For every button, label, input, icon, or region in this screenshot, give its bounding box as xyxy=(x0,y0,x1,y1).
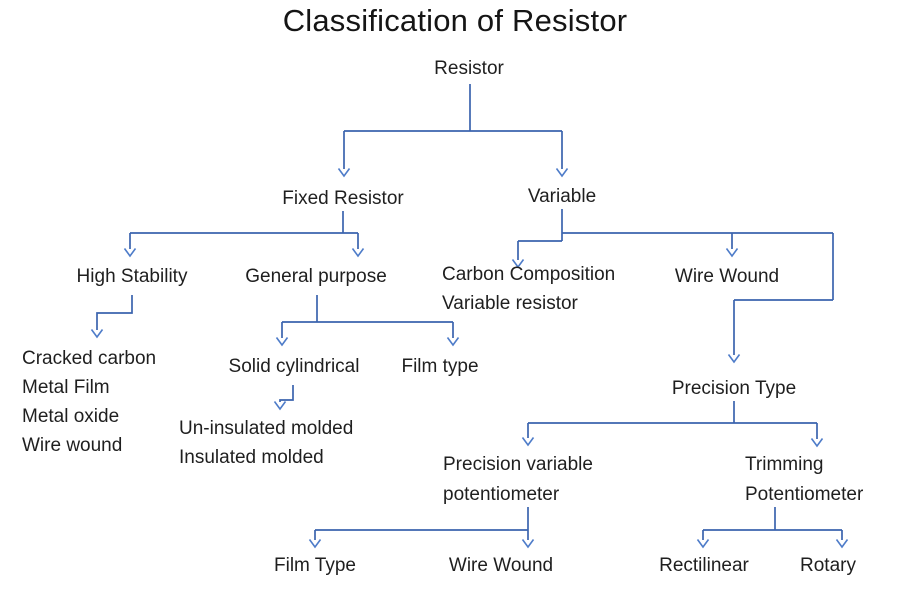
node-carbon-composition-line1: Carbon Composition xyxy=(442,264,616,285)
node-high-stability: High Stability xyxy=(76,266,188,287)
node-solid-cylindrical: Solid cylindrical xyxy=(228,356,360,377)
node-resistor: Resistor xyxy=(434,58,504,79)
node-film-type: Film type xyxy=(401,356,479,377)
list-item: Cracked carbon xyxy=(22,348,157,369)
arrow-down-icon xyxy=(446,337,460,347)
list-item: Insulated molded xyxy=(179,447,324,468)
arrow-down-icon xyxy=(521,539,535,549)
arrow-down-icon xyxy=(351,248,365,258)
arrow-down-icon xyxy=(337,168,351,178)
connector-general-purpose-split xyxy=(281,295,454,338)
node-wire-wound: Wire Wound xyxy=(674,266,780,287)
connector-fixed-split xyxy=(129,211,359,249)
arrow-down-icon xyxy=(273,401,287,411)
node-trimming-line1: Trimming xyxy=(745,454,824,475)
connector-variable-split xyxy=(517,209,834,355)
node-fixed-resistor: Fixed Resistor xyxy=(282,188,404,209)
node-carbon-composition-variable-resistor: Carbon Composition Variable resistor xyxy=(442,260,615,318)
node-general-purpose: General purpose xyxy=(245,266,387,287)
arrow-down-icon xyxy=(308,539,322,549)
list-item: Wire wound xyxy=(22,435,123,456)
connector-precision-variable-split xyxy=(314,507,529,540)
high-stability-types-list: Cracked carbon Metal Film Metal oxide Wi… xyxy=(22,344,156,460)
arrow-down-icon xyxy=(725,248,739,258)
diagram-title: Classification of Resistor xyxy=(282,3,628,38)
node-film-type-bottom: Film Type xyxy=(273,555,357,576)
list-item: Metal Film xyxy=(22,377,110,398)
node-carbon-composition-line2: Variable resistor xyxy=(442,293,578,314)
molded-types-list: Un-insulated molded Insulated molded xyxy=(179,414,353,472)
node-wire-wound-bottom: Wire Wound xyxy=(448,555,554,576)
node-precision-variable-line1: Precision variable xyxy=(443,454,593,475)
arrow-down-icon xyxy=(727,354,741,364)
node-trimming-potentiometer: Trimming Potentiometer xyxy=(745,450,863,510)
node-rectilinear: Rectilinear xyxy=(659,555,749,576)
arrow-down-icon xyxy=(511,259,525,269)
connector-root-split xyxy=(343,84,563,169)
connector-trimming-split xyxy=(702,507,843,540)
node-precision-type: Precision Type xyxy=(671,378,797,399)
arrow-down-icon xyxy=(835,539,849,549)
arrow-down-icon xyxy=(555,168,569,178)
node-variable: Variable xyxy=(527,186,597,207)
arrow-down-icon xyxy=(275,337,289,347)
connector-high-stability-elbow xyxy=(96,295,133,330)
arrow-down-icon xyxy=(90,329,104,339)
arrow-down-icon xyxy=(810,438,824,448)
node-rotary: Rotary xyxy=(800,555,856,576)
arrow-down-icon xyxy=(696,539,710,549)
list-item: Un-insulated molded xyxy=(179,418,354,439)
arrow-down-icon xyxy=(123,248,137,258)
connector-precision-split xyxy=(527,401,818,439)
arrow-down-icon xyxy=(521,437,535,447)
node-precision-variable-line2: potentiometer xyxy=(443,484,560,505)
list-item: Metal oxide xyxy=(22,406,120,427)
node-trimming-line2: Potentiometer xyxy=(745,484,864,505)
connector-solid-cylindrical-elbow xyxy=(279,385,294,402)
node-precision-variable-potentiometer: Precision variable potentiometer xyxy=(443,450,593,510)
